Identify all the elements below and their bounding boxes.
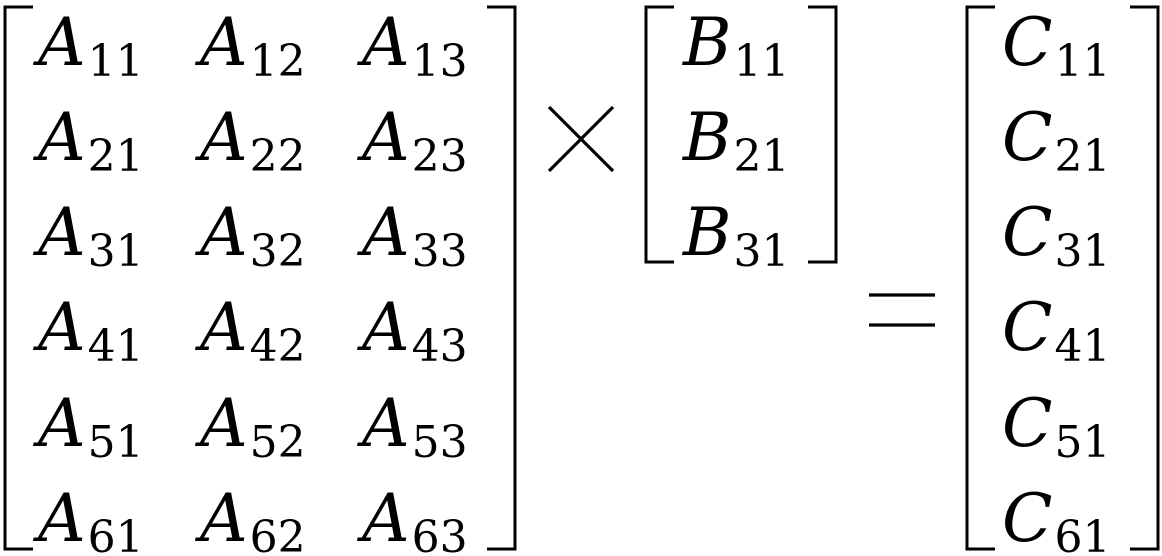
a-entry-21: A21 — [32, 99, 144, 182]
a-entry-12: A12 — [194, 4, 306, 87]
a-entry-43: A43 — [356, 289, 468, 372]
b-entry-21: B21 — [682, 99, 790, 182]
a-entry-62: A62 — [194, 480, 306, 556]
c-entry-11: C11 — [1002, 4, 1111, 87]
a-entry-52: A52 — [194, 385, 306, 468]
a-entry-61: A61 — [32, 480, 144, 556]
a-entry-31: A31 — [32, 194, 144, 277]
a-entry-63: A63 — [356, 480, 468, 556]
matrix-b-left-bracket — [644, 5, 674, 264]
matrix-c-left-bracket — [965, 5, 995, 551]
b-entry-31: B31 — [682, 194, 790, 277]
a-entry-53: A53 — [356, 385, 468, 468]
matrix-a-right-bracket — [487, 5, 517, 551]
equals-operator: = — [869, 293, 935, 327]
c-entry-41: C41 — [1002, 289, 1111, 372]
c-entry-51: C51 — [1002, 385, 1111, 468]
c-entry-61: C61 — [1002, 480, 1111, 556]
a-entry-51: A51 — [32, 385, 144, 468]
b-entry-11: B11 — [682, 4, 790, 87]
a-entry-42: A42 — [194, 289, 306, 372]
c-entry-21: C21 — [1002, 99, 1111, 182]
matrix-b-right-bracket — [808, 5, 838, 264]
multiply-operator: × — [547, 105, 615, 173]
c-entry-31: C31 — [1002, 194, 1111, 277]
matrix-a-left-bracket — [3, 5, 33, 551]
a-entry-33: A33 — [356, 194, 468, 277]
a-entry-22: A22 — [194, 99, 306, 182]
a-entry-23: A23 — [356, 99, 468, 182]
a-entry-32: A32 — [194, 194, 306, 277]
a-entry-41: A41 — [32, 289, 144, 372]
matrix-c-right-bracket — [1130, 5, 1160, 551]
a-entry-13: A13 — [356, 4, 468, 87]
a-entry-11: A11 — [32, 4, 144, 87]
